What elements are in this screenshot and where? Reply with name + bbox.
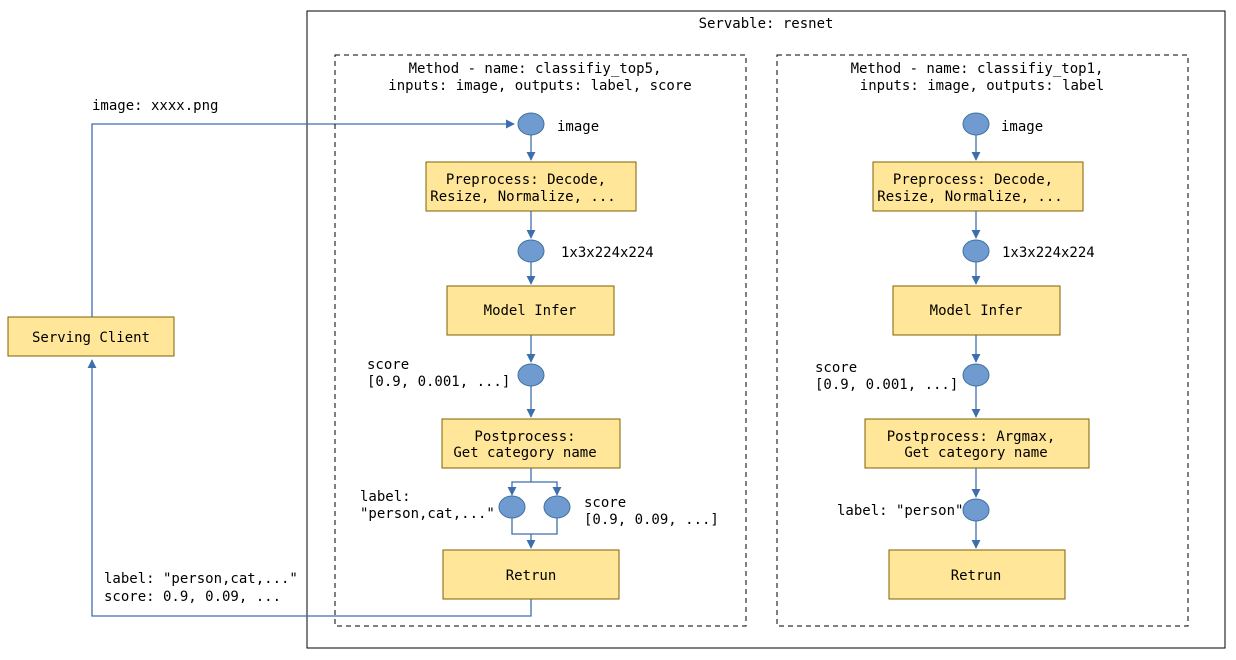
method-top5-edge-post-score xyxy=(531,481,562,496)
method-top1-frame xyxy=(776,54,1189,627)
method-top5-tensor-label: 1x3x224x224 xyxy=(561,245,654,261)
method-top1-return-label: Retrun xyxy=(951,568,1002,584)
method-top1-postprocess-box xyxy=(864,418,1090,469)
method-top1-tensor-label: 1x3x224x224 xyxy=(1002,245,1095,261)
method-top1-header-line2: inputs: image, outputs: label xyxy=(860,78,1104,94)
response-edge xyxy=(87,359,532,617)
method-top1-score-node xyxy=(962,363,990,387)
method-top1-label-node xyxy=(962,498,990,522)
method-top1-score-label-line2: [0.9, 0.001, ...] xyxy=(815,377,958,393)
method-top1-out-label: label: "person" xyxy=(837,503,963,519)
servable-frame xyxy=(306,10,1226,649)
request-label: image: xxxx.png xyxy=(92,98,218,114)
method-top5-preprocess-line2: Resize, Normalize, ... xyxy=(430,189,615,205)
method-top1: Method - name: classifiy_top1, inputs: i… xyxy=(776,54,1189,627)
method-top5-edge-post-label xyxy=(507,468,532,496)
response-label-line2: score: 0.9, 0.09, ... xyxy=(104,589,281,605)
method-top5-postprocess-box xyxy=(441,418,621,469)
servable-title: Servable: resnet xyxy=(699,16,834,32)
method-top1-infer-label: Model Infer xyxy=(930,303,1023,319)
method-top1-infer-box xyxy=(892,285,1061,336)
method-top1-preprocess-box xyxy=(872,161,1084,212)
method-top1-header-line1: Method - name: classifiy_top1, xyxy=(851,61,1104,77)
method-top1-postprocess-line1: Postprocess: Argmax, xyxy=(887,429,1056,445)
method-top1-postprocess-line2: Get category name xyxy=(904,445,1047,461)
method-top5-postprocess-line1: Postprocess: xyxy=(474,429,575,445)
method-top5-preprocess-box xyxy=(425,161,637,212)
method-top5-score-node xyxy=(517,363,545,387)
method-top1-input-node xyxy=(962,112,990,136)
method-top5-return-label: Retrun xyxy=(506,568,557,584)
method-top5-out-label-line1: label: xyxy=(360,489,411,505)
method-top1-return-box xyxy=(888,549,1066,600)
method-top5-return-box xyxy=(442,549,620,600)
method-top5-input-label: image xyxy=(557,119,599,135)
serving-client-box xyxy=(7,316,175,357)
method-top5-outscore-node xyxy=(543,495,571,519)
serving-client: Serving Client xyxy=(7,316,175,357)
method-top5-label-node xyxy=(498,495,526,519)
method-top5-edge-label-merge xyxy=(511,518,531,535)
method-top5-header-line2: inputs: image, outputs: label, score xyxy=(388,78,691,94)
method-top5-input-node xyxy=(517,112,545,136)
method-top5-out-score-line1: score xyxy=(584,495,626,511)
method-top5-score-label-line1: score xyxy=(367,357,409,373)
method-top1-input-label: image xyxy=(1001,119,1043,135)
method-top1-score-label-line1: score xyxy=(815,360,857,376)
method-top5-preprocess-line1: Preprocess: Decode, xyxy=(446,172,606,188)
method-top5-frame xyxy=(334,54,747,627)
method-top5-tensor-node xyxy=(517,239,545,263)
method-top5-postprocess-line2: Get category name xyxy=(453,445,596,461)
method-top1-preprocess-line1: Preprocess: Decode, xyxy=(893,172,1053,188)
method-top5-infer-label: Model Infer xyxy=(484,303,577,319)
response-label-line1: label: "person,cat,..." xyxy=(104,571,298,587)
method-top5: Method - name: classifiy_top5, inputs: i… xyxy=(334,54,747,627)
method-top5-header-line1: Method - name: classifiy_top5, xyxy=(409,61,662,77)
serving-client-label: Serving Client xyxy=(32,330,150,346)
method-top5-infer-box xyxy=(446,285,615,336)
request-edge xyxy=(91,119,515,317)
method-top5-out-label-line2: "person,cat,..." xyxy=(360,506,495,522)
method-top5-score-label-line2: [0.9, 0.001, ...] xyxy=(367,374,510,390)
method-top1-tensor-node xyxy=(962,239,990,263)
method-top5-out-score-line2: [0.9, 0.09, ...] xyxy=(584,512,719,528)
method-top1-preprocess-line2: Resize, Normalize, ... xyxy=(877,189,1062,205)
method-top5-edge-score-merge xyxy=(531,518,558,535)
